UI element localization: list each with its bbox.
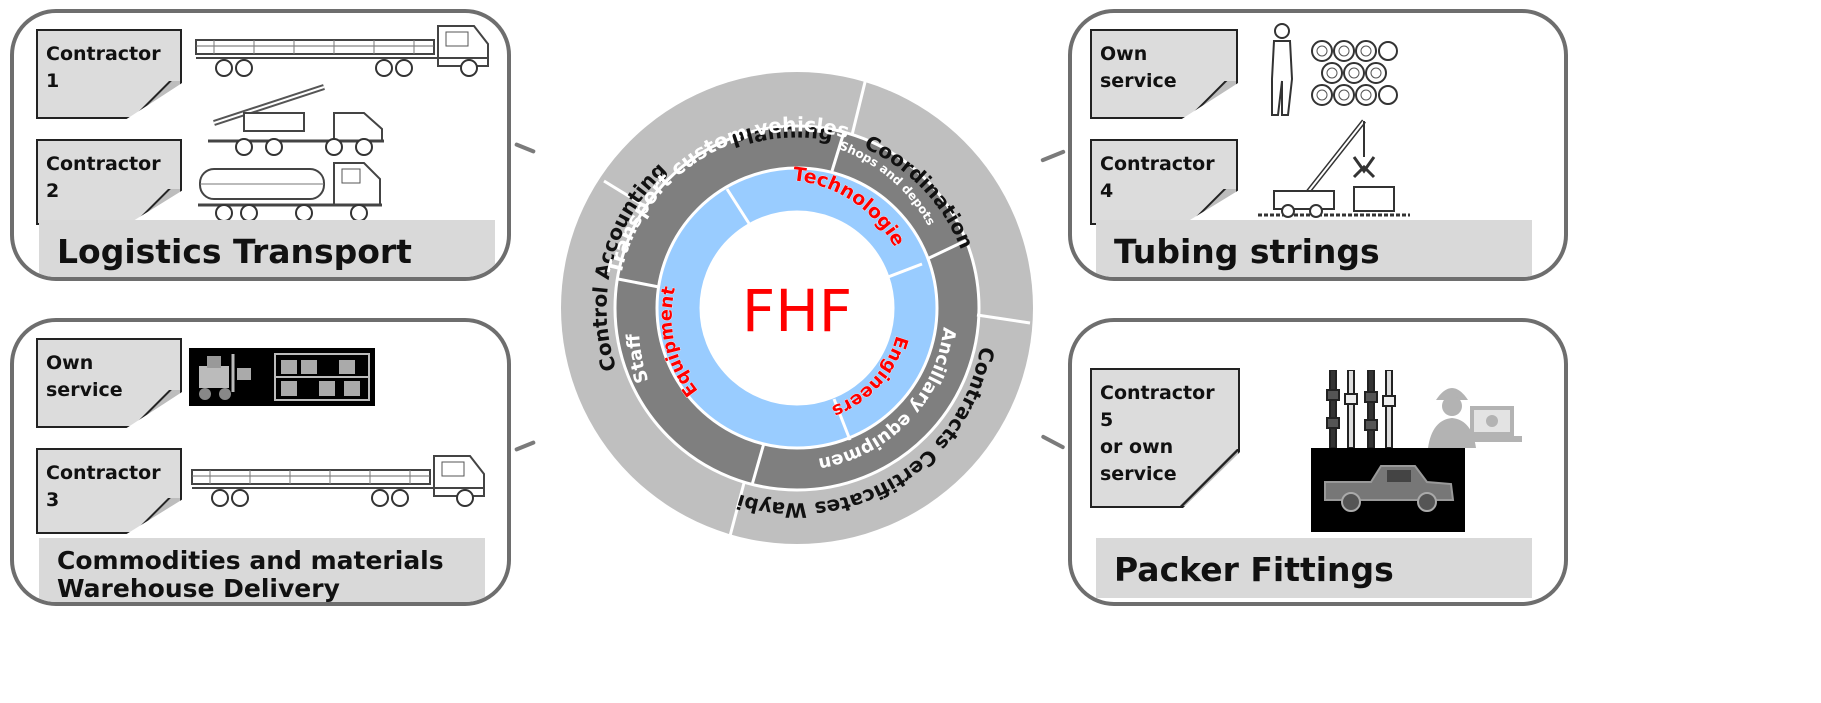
middle-separators [617,131,968,486]
outer-separators [603,73,1031,537]
contractor-2-note: Contractor 2 [36,139,182,225]
connector-dash-bottom-right [1040,434,1066,450]
contractor-3-label: Contractor 3 [46,462,161,511]
own-service-note-right: Own service [1090,29,1238,119]
forklift-icon [189,348,375,406]
own-service-label-right: Own service [1100,43,1177,92]
contractor-5-line3: service [1100,463,1177,485]
logistics-transport-panel: Contractor 1 Contractor 2 Logistics Tran… [10,9,511,281]
own-service-label-left: Own service [46,352,123,401]
contractor-5-note: Contractor 5 or own service [1090,368,1240,508]
tubing-title: Tubing strings [1114,232,1380,271]
contractor-5-line1: Contractor 5 [1100,382,1215,431]
contractor-3-note: Contractor 3 [36,448,182,534]
pickup-truck-icon [1311,448,1465,532]
tanker-truck-icon [198,162,382,222]
tubing-crane-icon [1258,119,1410,218]
contractor-1-note: Contractor 1 [36,29,182,119]
packer-title: Packer Fittings [1114,550,1394,589]
pipe-stack-icon [1271,23,1398,116]
flatbed-truck-icon-2 [191,455,485,507]
connector-dash-top-right [1040,149,1066,163]
flatbed-truck-icon [195,25,489,77]
center-label: FHF [742,277,852,345]
tubing-strings-panel: Own service Contractor 4 Tubing strings [1068,9,1568,281]
center-disc [699,210,895,406]
packer-tool-icon [1326,370,1396,448]
logistics-title: Logistics Transport [57,232,412,271]
warehouse-title-line1: Commodities and materials [57,546,444,575]
packer-fittings-panel: Contractor 5 or own service Packer Fitti… [1068,318,1568,606]
engineer-laptop-icon [1428,388,1522,448]
contractor-2-label: Contractor 2 [46,153,161,202]
warehouse-title-band: Commodities and materials Warehouse Deli… [39,538,485,603]
contractor-5-line2: or own [1100,436,1174,458]
packer-title-band: Packer Fittings [1096,538,1532,598]
contractor-1-label: Contractor 1 [46,43,161,92]
contractor-4-label: Contractor 4 [1100,153,1215,202]
fhf-ring-diagram: Planning Coordination Contracts Certific… [552,63,1033,544]
connector-dash-top-left [514,142,536,154]
own-service-note-left: Own service [36,338,182,428]
tubing-title-band: Tubing strings [1096,220,1532,277]
warehouse-title-line2: Warehouse Delivery [57,574,340,603]
logistics-title-band: Logistics Transport [39,220,495,277]
warehouse-delivery-panel: Own service Contractor 3 Commodities and… [10,318,511,606]
connector-dash-bottom-left [514,440,536,452]
inner-separators [725,188,923,441]
contractor-4-note: Contractor 4 [1090,139,1238,225]
crane-truck-icon [208,84,384,156]
